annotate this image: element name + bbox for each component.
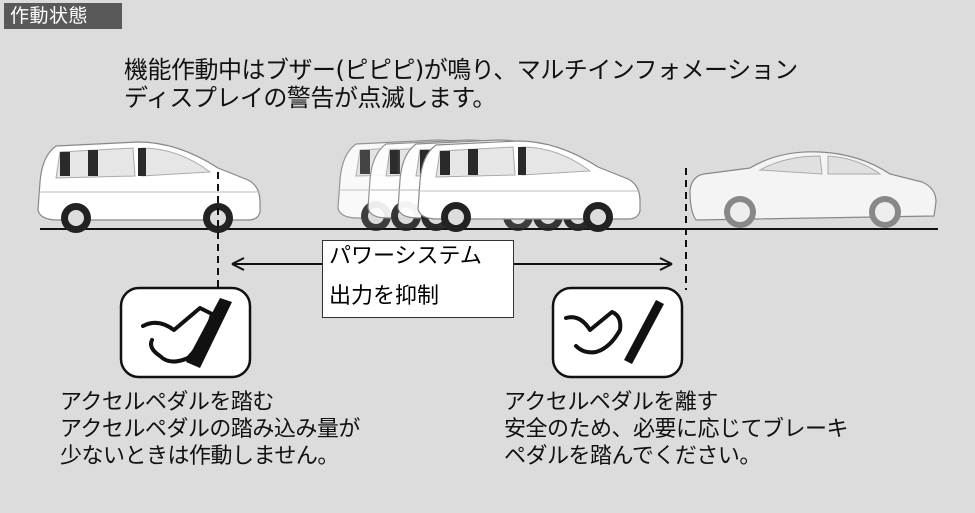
- left-caption-line-2: アクセルペダルの踏み込み量が: [60, 417, 360, 442]
- pedal-press-icon: [119, 286, 252, 379]
- minivan-icon: [417, 140, 641, 233]
- description-line-1: 機能作動中はブザー(ピピピ)が鳴り、マルチインフォメーション: [124, 56, 798, 84]
- description-line-2: ディスプレイの警告が点滅します。: [124, 84, 496, 112]
- left-caption-line-1: アクセルペダルを踏む: [60, 390, 274, 415]
- pedal-release-icon: [551, 286, 684, 379]
- section-tag: 作動状態: [4, 3, 122, 29]
- power-box-line-1: パワーシステム: [329, 244, 482, 269]
- power-suppression-box: パワーシステム 出力を抑制: [322, 240, 514, 318]
- sedan-icon: [689, 151, 937, 228]
- minivan-icon: [37, 141, 261, 234]
- right-caption-line-1: アクセルペダルを離す: [504, 390, 718, 415]
- power-box-line-2: 出力を抑制: [329, 284, 440, 309]
- right-caption-line-3: ペダルを踏んでください。: [504, 444, 761, 469]
- right-caption-line-2: 安全のため、必要に応じてブレーキ: [504, 417, 849, 442]
- left-caption-line-3: 少ないときは作動しません。: [60, 444, 339, 469]
